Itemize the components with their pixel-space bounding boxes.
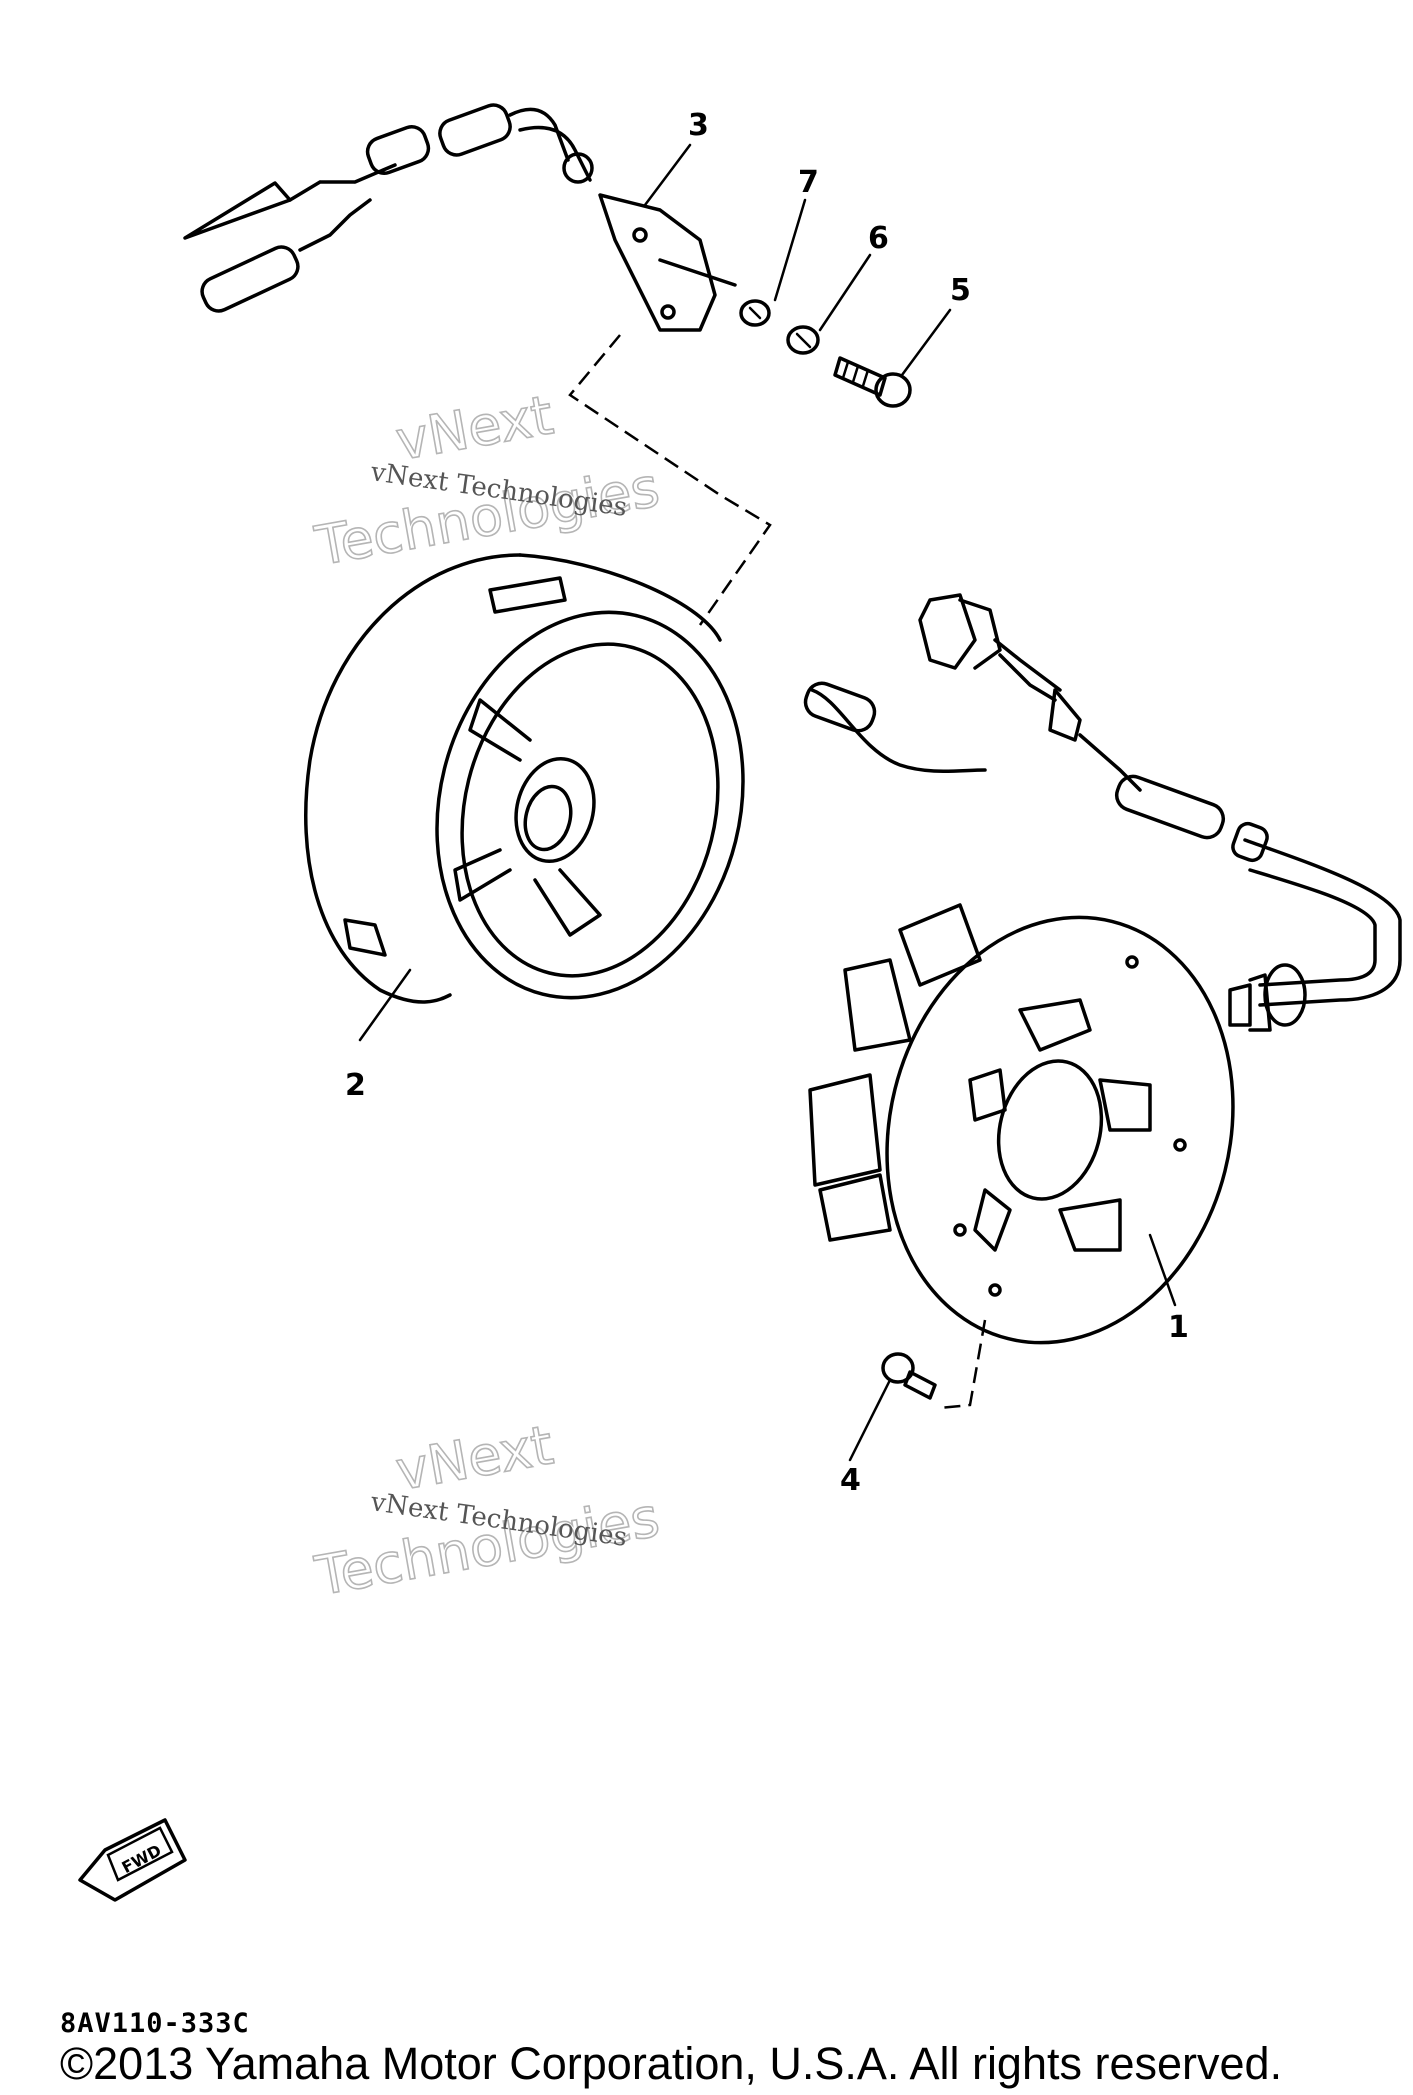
part-2-rotor: [304, 553, 745, 1004]
watermark-top: vNext Technologies vNext Technologies: [310, 383, 665, 579]
callout-1: 1: [1168, 1310, 1189, 1345]
part-7-washer: [739, 299, 771, 327]
watermark-big-line1: vNext: [391, 1413, 557, 1502]
drawing-code: 8AV110-333C: [60, 2008, 250, 2039]
part-6-lock-washer: [786, 325, 820, 355]
callout-7: 7: [798, 165, 819, 200]
assembly-lines: [568, 334, 987, 1410]
leader-lines: [358, 143, 1177, 1462]
watermark-bottom: vNext Technologies vNext Technologies: [310, 1413, 665, 1609]
callout-5: 5: [950, 273, 971, 308]
callout-3: 3: [688, 108, 709, 143]
part-5-screw: [833, 356, 912, 408]
watermark-big-line1: vNext: [391, 383, 557, 472]
part-4-screw: [881, 1352, 937, 1400]
direction-badge: FWD: [78, 1818, 187, 1902]
callout-4: 4: [840, 1463, 861, 1498]
copyright-notice: ©2013 Yamaha Motor Corporation, U.S.A. A…: [60, 2038, 1283, 2089]
part-1-stator: [803, 593, 1402, 1345]
callout-6: 6: [868, 221, 889, 256]
callout-2: 2: [345, 1068, 366, 1103]
part-3-pickup-coil: [183, 103, 737, 332]
